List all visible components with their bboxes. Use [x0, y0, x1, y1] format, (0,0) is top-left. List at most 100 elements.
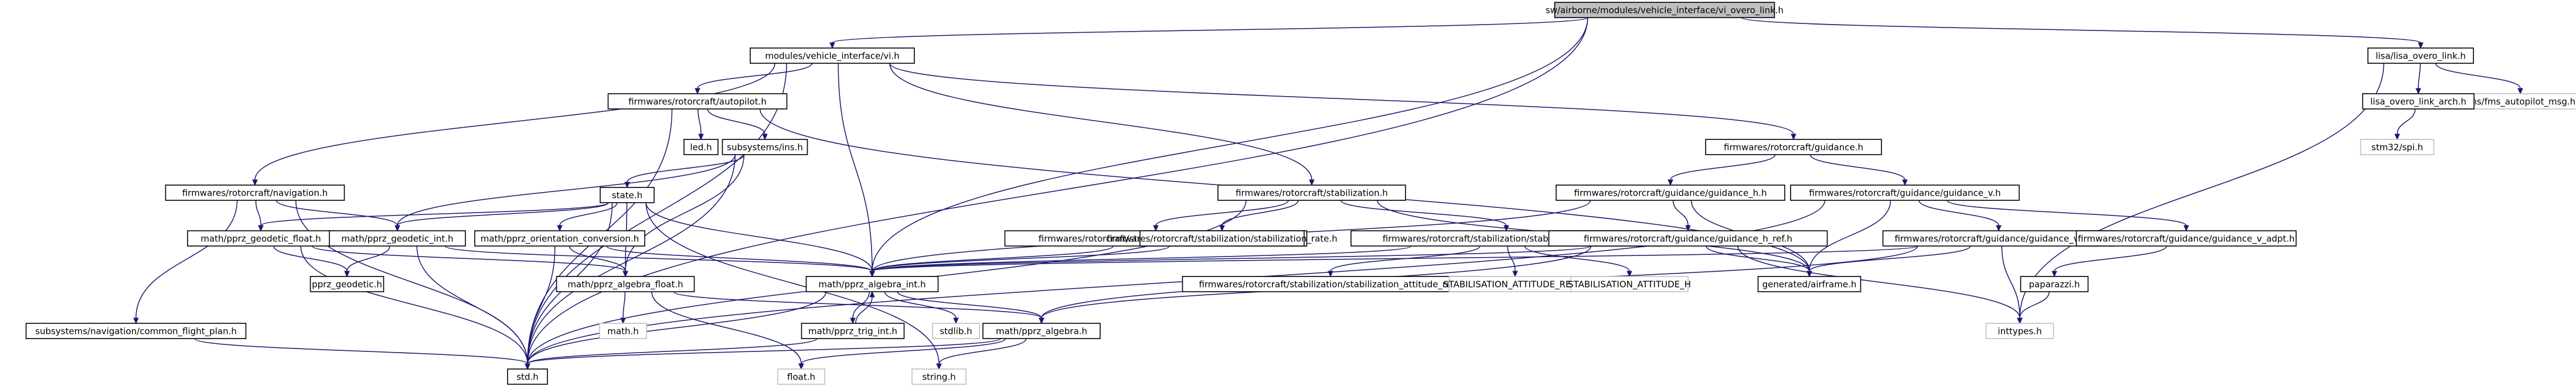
node-label: math/pprz_orientation_conversion.h — [481, 234, 639, 245]
edge-arrowhead — [869, 271, 875, 278]
node-fms-autopilot-msg: fms/fms_autopilot_msg.h — [2459, 93, 2576, 110]
node-string-h: string.h — [911, 368, 967, 385]
node-state[interactable]: state.h — [600, 187, 655, 203]
node-stabilization[interactable]: firmwares/rotorcraft/stabilization.h — [1217, 185, 1406, 201]
node-navigation[interactable]: firmwares/rotorcraft/navigation.h — [165, 185, 345, 201]
node-guidance-v-ref[interactable]: firmwares/rotorcraft/guidance/guidance_v… — [1882, 230, 2115, 247]
node-box — [2360, 139, 2435, 155]
edge-arrowhead — [762, 134, 768, 141]
edge-arrowhead — [1219, 225, 1225, 232]
node-guidance-h[interactable]: firmwares/rotorcraft/guidance/guidance_h… — [1556, 185, 1785, 201]
node-pprz-geodetic[interactable]: pprz_geodetic.h — [309, 276, 384, 292]
edge-geodetic-int-to-pprz-geodetic — [344, 245, 390, 278]
node-label: STABILISATION_ATTITUDE_H — [1568, 279, 1691, 291]
node-vi[interactable]: modules/vehicle_interface/vi.h — [750, 47, 915, 64]
node-box — [507, 368, 548, 385]
node-label: firmwares/rotorcraft/stabilization.h — [1236, 188, 1388, 199]
node-box — [2459, 93, 2576, 110]
node-geodetic-float[interactable]: math/pprz_geodetic_float.h — [187, 230, 335, 247]
node-algebra-float[interactable]: math/pprz_algebra_float.h — [556, 276, 695, 292]
node-guidance[interactable]: firmwares/rotorcraft/guidance.h — [1705, 139, 1882, 155]
edge-line — [2001, 245, 2020, 319]
node-box — [1985, 323, 2054, 339]
edge-arrowhead — [2517, 88, 2523, 95]
node-box — [2362, 93, 2475, 110]
edge-algebra-int-to-trig-int — [850, 291, 870, 324]
edge-common-flight-plan-to-std — [194, 338, 530, 370]
edge-arrowhead — [2394, 134, 2400, 141]
edge-line — [651, 291, 802, 364]
node-algebra[interactable]: math/pprz_algebra.h — [982, 323, 1101, 339]
edge-line — [707, 108, 765, 135]
node-stab-rate[interactable]: firmwares/rotorcraft/stabilization/stabi… — [1107, 230, 1338, 247]
edge-guidance-h-to-guidance-h-ref — [1672, 200, 1691, 232]
node-stdlib: stdlib.h — [932, 323, 980, 339]
node-label: math/pprz_geodetic_int.h — [341, 234, 453, 245]
node-lisa-overo-link[interactable]: lisa/lisa_overo_link.h — [2367, 47, 2474, 64]
edge-autopilot-to-led — [697, 108, 704, 141]
node-label: firmwares/rotorcraft/guidance/guidance_v… — [2078, 234, 2295, 245]
node-geodetic-int[interactable]: math/pprz_geodetic_int.h — [329, 230, 466, 247]
node-guidance-v[interactable]: firmwares/rotorcraft/guidance/guidance_v… — [1790, 185, 2020, 201]
edge-arrowhead — [2051, 271, 2057, 278]
node-stab-att-h: STABILISATION_ATTITUDE_H — [1568, 276, 1691, 292]
node-paparazzi[interactable]: paparazzi.h — [2020, 276, 2089, 292]
node-orientation-conv[interactable]: math/pprz_orientation_conversion.h — [474, 230, 645, 247]
edge-line — [273, 245, 348, 272]
node-box — [1182, 276, 1479, 292]
node-root[interactable]: sw/airborne/modules/vehicle_interface/vi… — [1546, 2, 1784, 18]
edge-arrowhead — [695, 88, 700, 95]
node-box — [599, 323, 647, 339]
node-subsystems-ins[interactable]: subsystems/ins.h — [722, 139, 808, 155]
node-label: firmwares/rotorcraft/guidance/guidance_v… — [1894, 234, 2102, 245]
node-trig-int[interactable]: math/pprz_trig_int.h — [801, 323, 905, 339]
edge-arrowhead — [1039, 317, 1044, 324]
edge-arrowhead — [1685, 225, 1691, 232]
edge-guidance-v-adpt-to-paparazzi — [2051, 245, 2167, 278]
node-algebra-int[interactable]: math/pprz_algebra_int.h — [805, 276, 939, 292]
edge-autopilot-to-subsystems-ins — [707, 108, 768, 141]
edge-subsystems-ins-to-state — [624, 154, 745, 189]
edge-line — [938, 338, 1027, 364]
node-std[interactable]: std.h — [507, 368, 548, 385]
edge-arrowhead — [1996, 225, 2002, 232]
edge-arrowhead — [1806, 271, 1812, 278]
edge-arrowhead — [557, 225, 563, 232]
node-common-flight-plan[interactable]: subsystems/navigation/common_flight_plan… — [25, 323, 247, 339]
node-label: math/pprz_algebra_float.h — [567, 279, 683, 291]
edge-line — [1672, 200, 1689, 226]
node-label: string.h — [922, 372, 955, 382]
node-led[interactable]: led.h — [683, 139, 719, 155]
edge-line — [194, 338, 528, 364]
node-box — [805, 276, 939, 292]
edge-stab-att-to-stab-att-rex — [1507, 245, 1518, 278]
edge-arrowhead — [133, 317, 139, 324]
edge-arrowhead — [1668, 179, 1673, 186]
edge-trig-int-to-algebra-int — [855, 291, 875, 324]
edge-line — [1155, 200, 1289, 226]
node-label: modules/vehicle_interface/vi.h — [765, 51, 899, 62]
edge-line — [872, 245, 1170, 272]
node-box — [474, 230, 645, 247]
node-label: subsystems/navigation/common_flight_plan… — [35, 326, 237, 337]
edge-arrowhead — [829, 42, 835, 49]
edge-line — [872, 245, 1591, 272]
edge-root-to-lisa-overo-link — [1741, 17, 2424, 49]
node-autopilot[interactable]: firmwares/rotorcraft/autopilot.h — [607, 93, 788, 110]
node-label: firmwares/rotorcraft/autopilot.h — [628, 97, 767, 107]
node-guidance-h-ref[interactable]: firmwares/rotorcraft/guidance/guidance_h… — [1548, 230, 1828, 247]
node-lisa-overo-link-arch[interactable]: lisa_overo_link_arch.h — [2362, 93, 2475, 110]
edge-stab-att-to-stab-att-h — [1524, 245, 1632, 278]
edge-stabilization-to-stab-none — [1153, 200, 1289, 232]
edge-arrowhead — [1791, 134, 1796, 141]
node-label: std.h — [516, 372, 539, 382]
node-label: STABILISATION_ATTITUDE_REF_H — [1443, 279, 1587, 291]
edge-line — [527, 154, 736, 364]
edge-line — [697, 108, 702, 135]
edge-line — [1221, 200, 1299, 226]
node-airframe[interactable]: generated/airframe.h — [1757, 276, 1862, 292]
edge-line — [527, 338, 1001, 364]
node-stab-att-ref[interactable]: firmwares/rotorcraft/stabilization/stabi… — [1182, 276, 1479, 292]
node-guidance-v-adpt[interactable]: firmwares/rotorcraft/guidance/guidance_v… — [2075, 230, 2297, 247]
